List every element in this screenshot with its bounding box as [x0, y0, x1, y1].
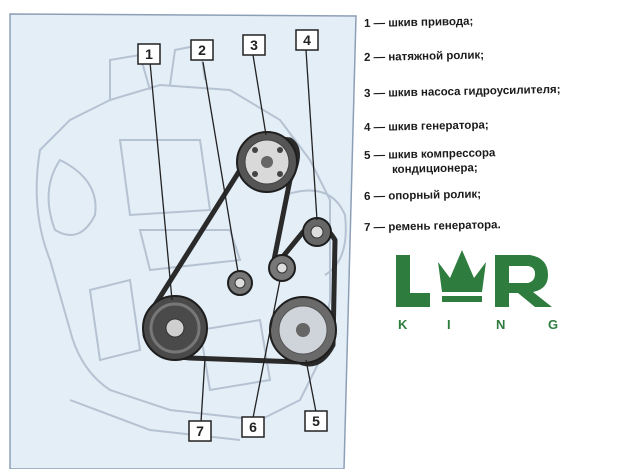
legend-item-2: 2 — натяжной ролик; [363, 49, 485, 64]
logo-king-letter-n: N [496, 317, 505, 332]
callout-5: 5 [304, 410, 328, 432]
callout-5-label: 5 [312, 413, 320, 429]
lr-king-logo: K I N G [396, 250, 558, 332]
callout-6: 6 [241, 416, 265, 438]
callout-4: 4 [295, 29, 319, 51]
logo-king-letter-g: G [548, 317, 558, 332]
legend-item-7: 7 — ремень генератора. [363, 219, 501, 234]
crown-icon [438, 250, 486, 292]
callout-1-label: 1 [145, 46, 153, 62]
generator-pulley [302, 217, 332, 247]
legend-item-1: 1 — шкив привода; [363, 15, 474, 30]
callout-6-label: 6 [249, 419, 257, 435]
drive-pulley [142, 295, 208, 361]
callout-3-label: 3 [250, 37, 258, 53]
legend-item-5-cont: кондиционера; [391, 162, 478, 176]
support-roller [268, 254, 296, 282]
callout-7: 7 [188, 420, 212, 442]
diagram-panel [9, 13, 357, 469]
ac-compressor-pulley [269, 296, 337, 364]
callout-4-label: 4 [303, 32, 311, 48]
callout-7-label: 7 [196, 423, 204, 439]
logo-king-letter-k: K [398, 317, 408, 332]
tensioner-roller [227, 270, 253, 296]
power-steering-pump-pulley [236, 131, 298, 193]
callout-1: 1 [137, 43, 161, 65]
callout-2: 2 [190, 39, 214, 61]
callout-3: 3 [242, 34, 266, 56]
legend-item-6: 6 — опорный ролик; [363, 188, 482, 203]
legend-item-4: 4 — шкив генератора; [363, 119, 489, 134]
callout-2-label: 2 [198, 42, 206, 58]
logo-king-letter-i: I [447, 317, 451, 332]
leader-lines [149, 49, 318, 423]
